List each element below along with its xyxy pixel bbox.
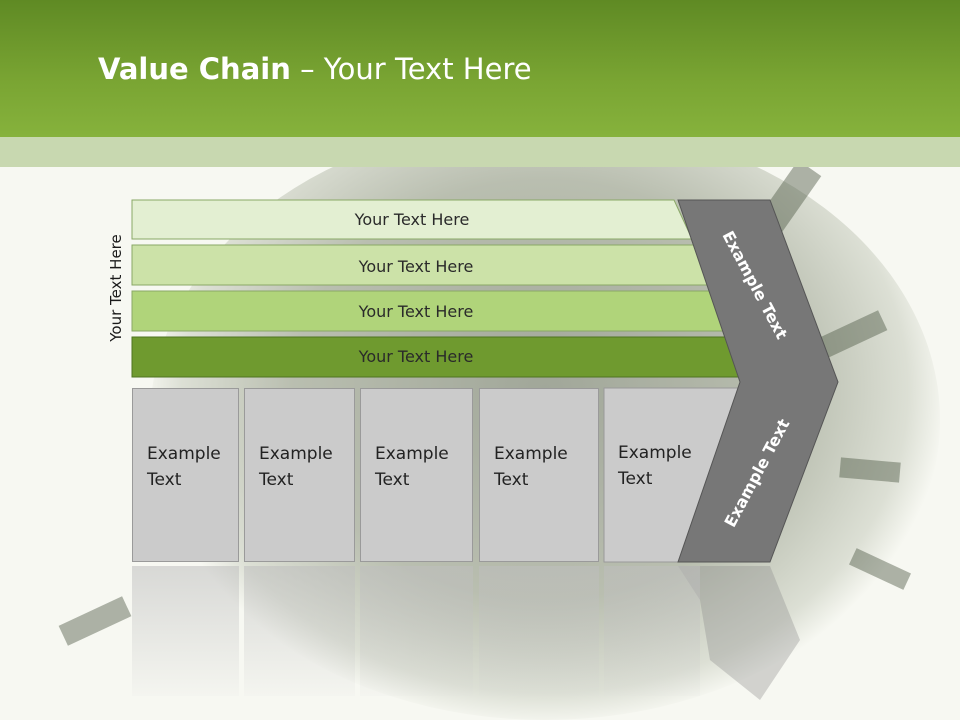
- box-4-line2: Text: [494, 470, 529, 490]
- title-bold: Value Chain: [98, 52, 291, 86]
- title-rest: – Your Text Here: [290, 52, 532, 86]
- box-2-line1: Example: [259, 444, 333, 464]
- box-2-reflection: [244, 566, 355, 696]
- box-5-reflection: [604, 566, 700, 696]
- chevron-reflection: [678, 566, 800, 700]
- box-1-reflection: [132, 566, 239, 696]
- band-3-label: Your Text Here: [358, 301, 474, 321]
- box-3-reflection: [360, 566, 473, 696]
- box-4-reflection: [479, 566, 599, 696]
- band-3: Your Text Here: [132, 292, 700, 330]
- box-5-line1: Example: [618, 443, 692, 463]
- band-2: Your Text Here: [132, 247, 700, 285]
- header-strip: [0, 137, 960, 167]
- box-3-line2: Text: [375, 470, 410, 490]
- band-1-label: Your Text Here: [354, 209, 470, 229]
- chevron-arrow: [677, 199, 839, 563]
- band-1: Your Text Here: [132, 200, 692, 238]
- box-1-line1: Example: [147, 444, 221, 464]
- page-title: Value Chain – Your Text Here: [98, 52, 532, 86]
- box-4-line1: Example: [494, 444, 568, 464]
- band-4-label: Your Text Here: [358, 346, 474, 366]
- box-3-line1: Example: [375, 444, 449, 464]
- box-1-line2: Text: [147, 470, 182, 490]
- box-5-line2: Text: [618, 469, 653, 489]
- box-2-line2: Text: [259, 470, 294, 490]
- band-4: Your Text Here: [132, 337, 700, 375]
- header-bar: [0, 0, 960, 137]
- band-2-label: Your Text Here: [358, 256, 474, 276]
